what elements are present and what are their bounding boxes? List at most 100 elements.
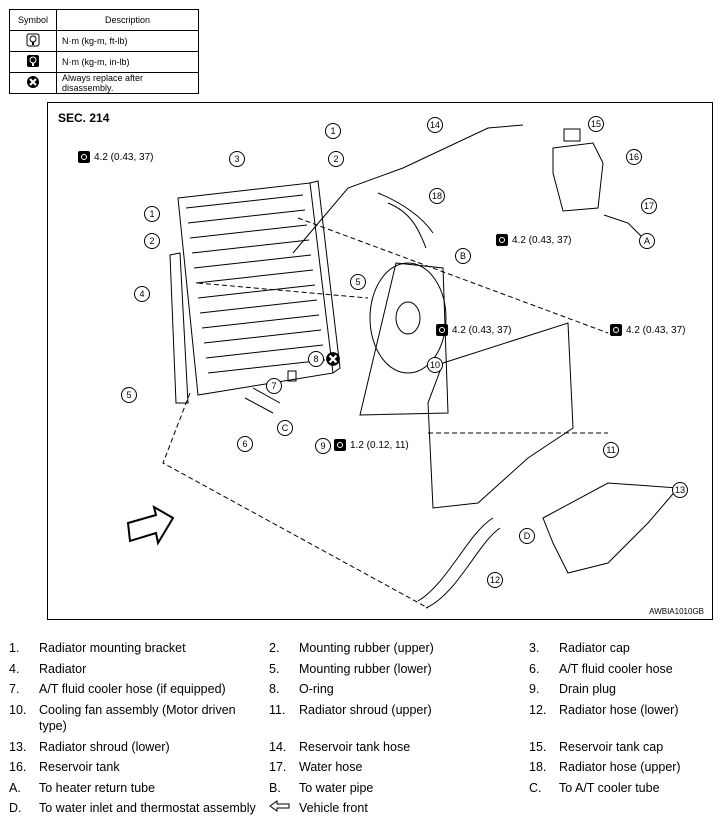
callout-D: D	[519, 528, 535, 544]
part-name: Radiator shroud (lower)	[39, 739, 170, 754]
parts-list: 1. Radiator mounting bracket 2. Mounting r…	[9, 640, 714, 821]
part-number: 6.	[529, 661, 540, 676]
part-number: 9.	[529, 682, 540, 696]
part-name: A/T fluid cooler hose	[559, 661, 673, 676]
torque-value: 4.2 (0.43, 37)	[626, 324, 686, 336]
part-name: Radiator	[39, 661, 87, 676]
part-name: Radiator hose (lower)	[559, 702, 679, 717]
part-number: 3.	[529, 641, 540, 655]
callout-12: 12	[487, 572, 503, 588]
part-name: Radiator shroud (upper)	[299, 702, 432, 717]
torque-value: 4.2 (0.43, 37)	[452, 324, 512, 336]
part-number: 16.	[9, 760, 27, 774]
callout-8: 8	[308, 351, 324, 367]
exploded-diagram: SEC. 214 4.2 (0.43, 37) 4.2 (0.43, 37) 4…	[47, 102, 713, 620]
callout-A: A	[639, 233, 655, 249]
part-number: 5.	[269, 661, 280, 676]
callout-1: 1	[144, 206, 160, 222]
part-number: 13.	[9, 739, 27, 754]
part-number: 8.	[269, 682, 280, 696]
callout-C: C	[277, 420, 293, 436]
part-name: A/T fluid cooler hose (if equipped)	[39, 682, 226, 696]
part-name: O-ring	[299, 682, 334, 696]
torque-spec: 4.2 (0.43, 37)	[610, 324, 685, 336]
callout-B: B	[455, 248, 471, 264]
part-number: 17.	[269, 760, 287, 774]
part-name: Cooling fan assembly (Motor driven type)	[39, 702, 236, 734]
part-number: 11.	[269, 702, 286, 717]
callout-18: 18	[429, 188, 445, 204]
torque-value: 4.2 (0.43, 37)	[94, 151, 154, 163]
always-replace-icon	[9, 72, 57, 94]
part-name: Reservoir tank	[39, 760, 120, 774]
part-name: Mounting rubber (upper)	[299, 641, 434, 655]
torque-wrench-small-icon	[610, 324, 622, 336]
callout-10: 10	[427, 357, 443, 373]
section-label: SEC. 214	[58, 111, 110, 125]
part-number: 14.	[269, 739, 287, 754]
part-number: C.	[529, 780, 542, 795]
symbol-legend-table: Symbol Description N·m (kg-m, ft-lb) N·m…	[9, 9, 199, 94]
torque-wrench-small-icon	[334, 439, 346, 451]
parts-row: A.To heater return tube B.To water pipe …	[9, 780, 714, 797]
callout-1: 1	[325, 123, 341, 139]
callout-17: 17	[641, 198, 657, 214]
callout-7: 7	[266, 378, 282, 394]
part-number: 2.	[269, 641, 280, 655]
part-number: 4.	[9, 661, 20, 676]
torque-wrench-small-icon	[496, 234, 508, 246]
part-number: 12.	[529, 702, 547, 717]
torque-wrench-small-icon	[9, 51, 57, 73]
callout-15: 15	[588, 116, 604, 132]
part-name: Vehicle front	[299, 801, 368, 815]
part-number: 15.	[529, 739, 547, 754]
part-name: Radiator cap	[559, 641, 630, 655]
part-name: Water hose	[299, 760, 363, 774]
callout-13: 13	[672, 482, 688, 498]
part-number: 7.	[9, 682, 20, 696]
callout-2: 2	[144, 233, 160, 249]
part-name: To heater return tube	[39, 780, 156, 795]
figure-code: AWBIA1010GB	[649, 607, 704, 616]
callout-5: 5	[350, 274, 366, 290]
legend-header-description: Description	[56, 9, 199, 31]
callout-9: 9	[315, 438, 331, 454]
callout-5: 5	[121, 387, 137, 403]
torque-spec: 1.2 (0.12, 11)	[334, 439, 409, 451]
legend-row-text: Always replace after disassembly.	[56, 72, 199, 94]
torque-wrench-small-icon	[436, 324, 448, 336]
part-name: To A/T cooler tube	[559, 780, 660, 795]
part-number: A.	[9, 780, 21, 795]
callout-11: 11	[603, 442, 619, 458]
part-number: B.	[269, 780, 281, 795]
callout-2: 2	[328, 151, 344, 167]
parts-row: 7. A/T fluid cooler hose (if equipped) 8.…	[9, 681, 714, 698]
part-number: 1.	[9, 641, 20, 655]
legend-header-symbol: Symbol	[9, 9, 57, 31]
legend-row-text: N·m (kg-m, ft-lb)	[56, 30, 199, 52]
legend-row-text: N·m (kg-m, in-lb)	[56, 51, 199, 73]
diagram-drawing	[126, 124, 680, 609]
part-number: D.	[9, 801, 22, 815]
callout-6: 6	[237, 436, 253, 452]
part-name: Reservoir tank cap	[559, 739, 664, 754]
vehicle-front-arrow-icon	[269, 800, 299, 817]
part-name: Radiator hose (upper)	[559, 760, 681, 774]
part-number: 18.	[529, 760, 547, 774]
callout-14: 14	[427, 117, 443, 133]
torque-wrench-icon	[9, 30, 57, 52]
part-name: To water pipe	[299, 780, 374, 795]
part-name: Drain plug	[559, 682, 616, 696]
part-name: Radiator mounting bracket	[39, 641, 186, 655]
part-name: To water inlet and thermostat assembly	[39, 801, 256, 815]
torque-value: 4.2 (0.43, 37)	[512, 234, 572, 246]
parts-row: D. To water inlet and thermostat assembly…	[9, 800, 714, 817]
torque-wrench-small-icon	[78, 151, 90, 163]
torque-value: 1.2 (0.12, 11)	[350, 439, 409, 451]
torque-spec: 4.2 (0.43, 37)	[496, 234, 571, 246]
parts-row: 16. Reservoir tank 17. Water hose 18. Radia…	[9, 759, 714, 776]
callout-4: 4	[134, 286, 150, 302]
parts-row: 4.Radiator 5.Mounting rubber (lower) 6.A…	[9, 661, 714, 678]
torque-spec: 4.2 (0.43, 37)	[436, 324, 511, 336]
callout-3: 3	[229, 151, 245, 167]
